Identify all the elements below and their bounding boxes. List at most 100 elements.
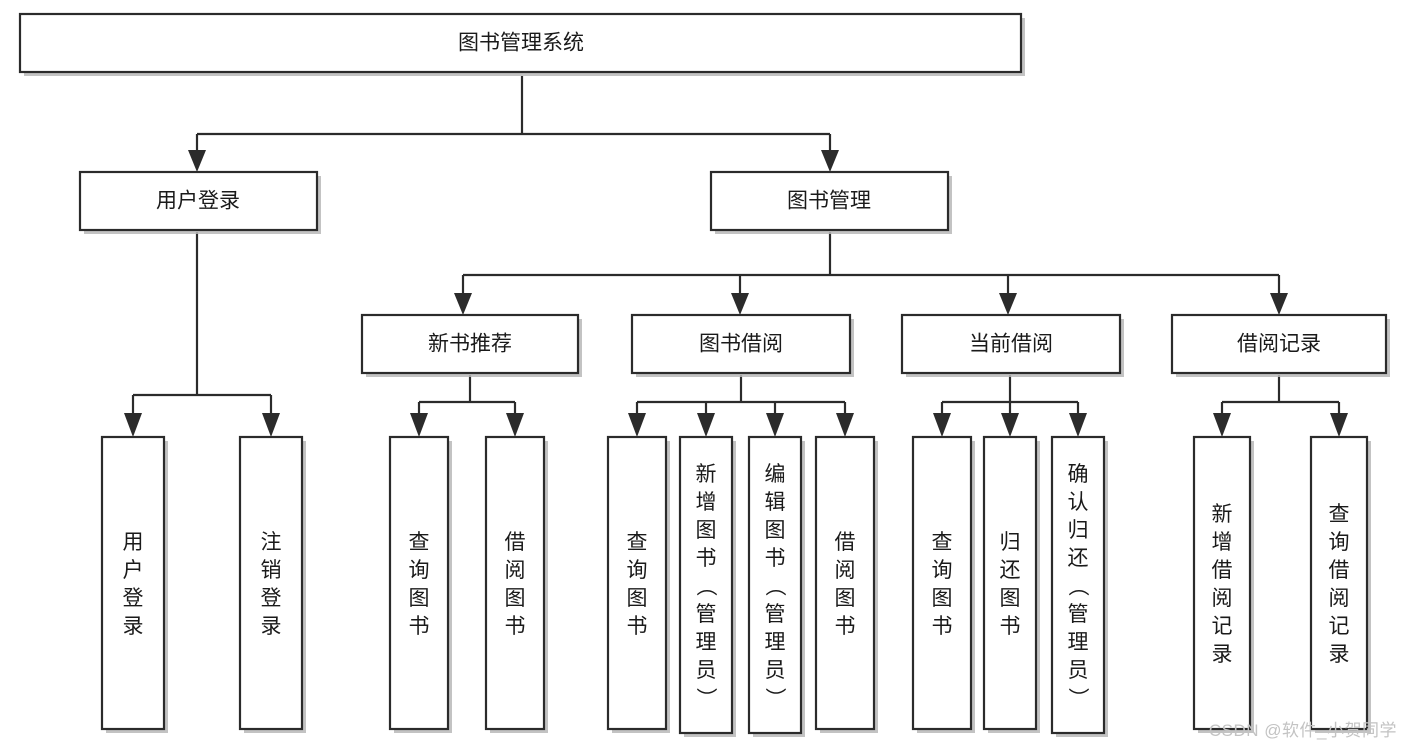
svg-text:记: 记 [1212, 615, 1233, 638]
svg-text:图: 图 [627, 587, 648, 610]
svg-text:借: 借 [835, 531, 856, 554]
borrow-record-label: 借阅记录 [1237, 333, 1321, 356]
user-login-label: 用户登录 [156, 190, 240, 213]
svg-text:理: 理 [1068, 631, 1089, 654]
svg-text:（: （ [763, 575, 786, 596]
leaf-return-book-box [982, 435, 1038, 731]
arrowhead-user-login [188, 150, 206, 172]
new-book-recommend-label: 新书推荐 [428, 333, 512, 356]
leaf-query-borrow-record-box [1309, 435, 1369, 731]
connectors-layer [124, 76, 1348, 437]
svg-text:（: （ [694, 575, 717, 596]
node-book-management[interactable]: 图书管理 [709, 170, 952, 234]
leaf-add-book-admin-box [678, 435, 734, 735]
svg-text:书: 书 [765, 547, 786, 570]
arrowhead-current-borrow [999, 293, 1017, 315]
svg-text:查: 查 [932, 531, 953, 554]
svg-text:登: 登 [261, 587, 282, 610]
svg-text:增: 增 [1212, 531, 1233, 554]
svg-text:询: 询 [1329, 531, 1350, 554]
svg-text:理: 理 [696, 631, 717, 654]
node-borrow-record[interactable]: 借阅记录 [1170, 313, 1390, 377]
arrowhead-cb-leaf2 [1001, 413, 1019, 437]
svg-text:）: ） [694, 687, 717, 708]
svg-text:注: 注 [261, 531, 282, 554]
leaf-query-book-nbr-box [388, 435, 450, 731]
arrowhead-br-leaf1 [1213, 413, 1231, 437]
svg-text:图: 图 [409, 587, 430, 610]
arrowhead-bb-leaf1 [628, 413, 646, 437]
leaf-query-book-cb-box [911, 435, 973, 731]
book-management-box [709, 170, 950, 232]
node-root-book-management-system[interactable]: 图书管理系统 [18, 12, 1025, 76]
svg-text:归: 归 [1068, 519, 1089, 542]
svg-text:查: 查 [1329, 503, 1350, 526]
svg-text:员: 员 [1068, 659, 1089, 682]
svg-text:书: 书 [409, 615, 430, 638]
arrowhead-cb-leaf3 [1069, 413, 1087, 437]
leaf-query-book-bb-box [606, 435, 668, 731]
svg-text:录: 录 [261, 615, 282, 638]
arrowhead-borrow-record [1270, 293, 1288, 315]
svg-text:图: 图 [932, 587, 953, 610]
svg-text:查: 查 [627, 531, 648, 554]
svg-text:询: 询 [932, 559, 953, 582]
arrowhead-book-mgmt [821, 150, 839, 172]
arrowhead-bb-leaf4 [836, 413, 854, 437]
leaf-user-login[interactable]: 用户登录 [100, 435, 168, 733]
svg-text:借: 借 [1329, 559, 1350, 582]
svg-text:员: 员 [765, 659, 786, 682]
arrowhead-bb-leaf3 [766, 413, 784, 437]
arrowhead-cb-leaf1 [933, 413, 951, 437]
svg-text:图: 图 [696, 519, 717, 542]
arrowhead-br-leaf2 [1330, 413, 1348, 437]
current-borrow-label: 当前借阅 [969, 333, 1053, 356]
node-book-borrow[interactable]: 图书借阅 [630, 313, 854, 377]
node-new-book-recommend[interactable]: 新书推荐 [360, 313, 582, 377]
csdn-watermark: CSDN @软件_小贺同学 [1208, 721, 1397, 740]
svg-text:记: 记 [1329, 615, 1350, 638]
arrowhead-nbr-leaf2 [506, 413, 524, 437]
leaf-logout-box [238, 435, 304, 731]
node-user-login[interactable]: 用户登录 [78, 170, 321, 234]
svg-text:新: 新 [1212, 503, 1233, 526]
user-login-box [78, 170, 319, 232]
svg-text:销: 销 [261, 559, 282, 582]
borrow-record-box [1170, 313, 1388, 375]
svg-text:户: 户 [123, 559, 144, 582]
svg-text:阅: 阅 [1212, 587, 1233, 610]
svg-text:书: 书 [835, 615, 856, 638]
svg-text:）: ） [1066, 687, 1089, 708]
leaf-add-borrow-record-box [1192, 435, 1252, 731]
svg-text:书: 书 [627, 615, 648, 638]
svg-text:录: 录 [1329, 643, 1350, 666]
svg-text:查: 查 [409, 531, 430, 554]
svg-text:员: 员 [696, 659, 717, 682]
leaf-confirm-return-admin-box [1050, 435, 1106, 735]
svg-text:辑: 辑 [765, 491, 786, 514]
svg-text:还: 还 [1000, 559, 1021, 582]
arrowhead-leaf-logout [262, 413, 280, 437]
svg-text:书: 书 [1000, 615, 1021, 638]
node-current-borrow[interactable]: 当前借阅 [900, 313, 1124, 377]
